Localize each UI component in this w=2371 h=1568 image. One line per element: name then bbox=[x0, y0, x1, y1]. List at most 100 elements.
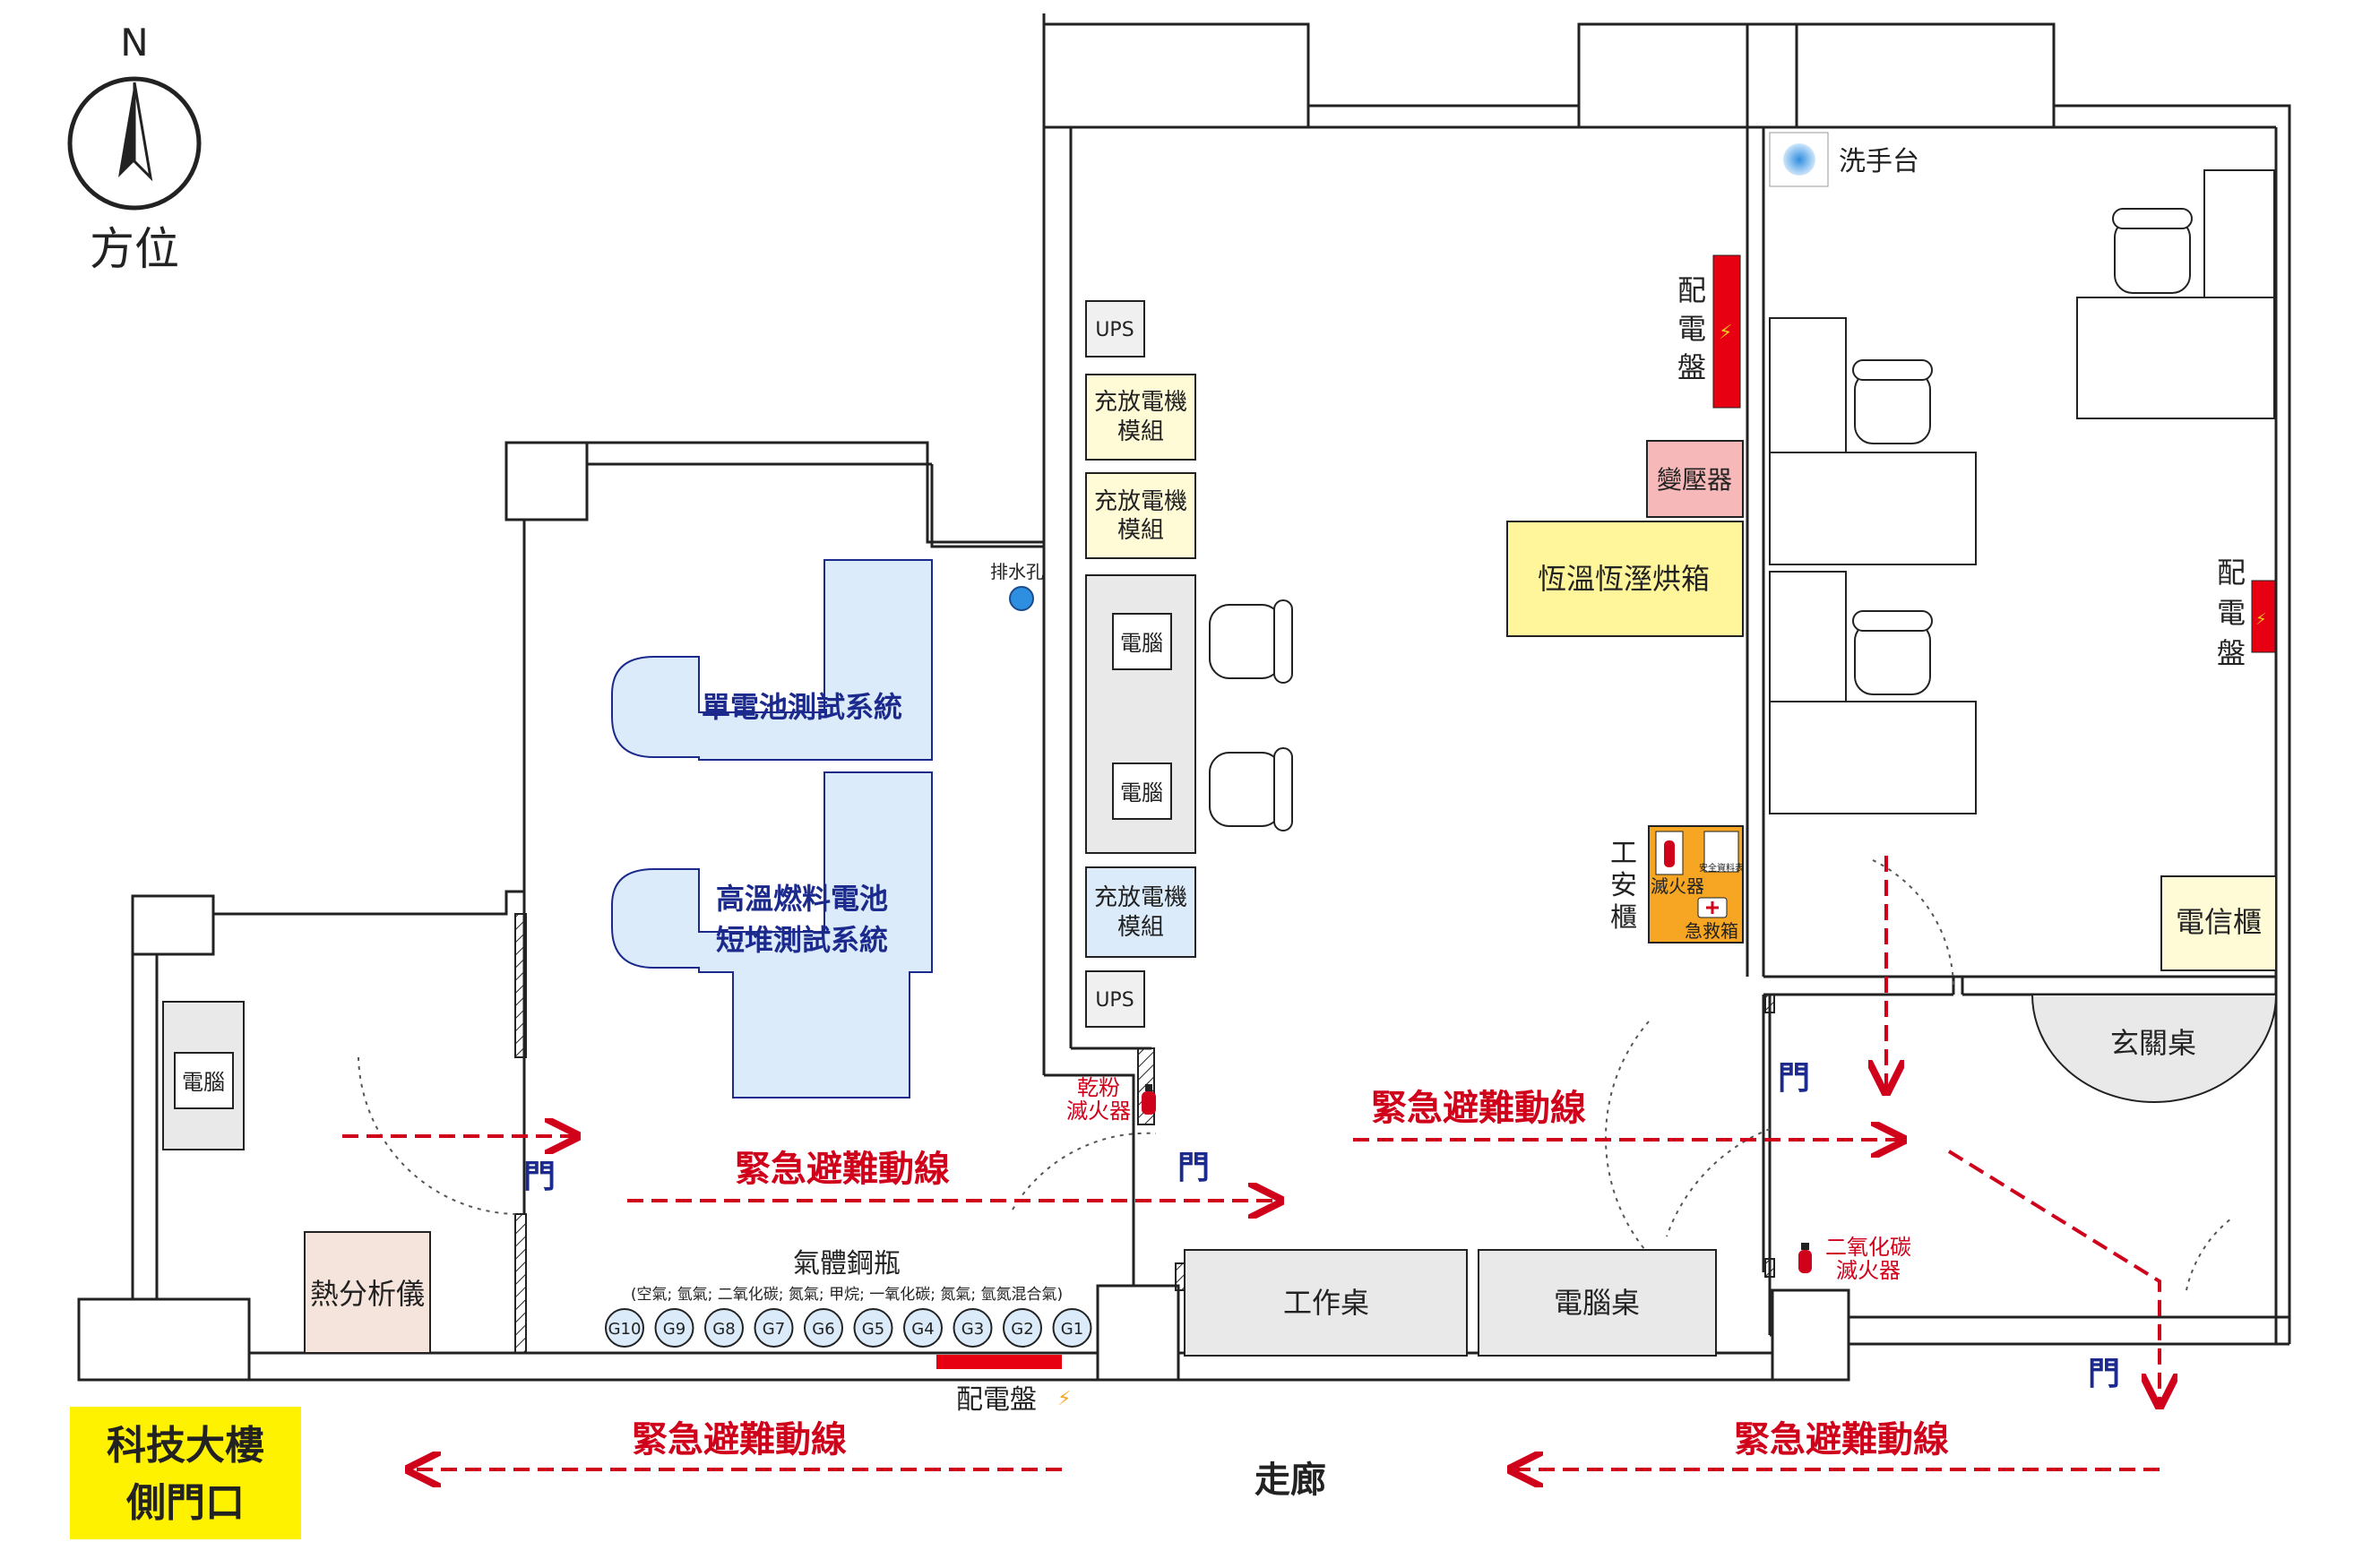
ups-top-label: UPS bbox=[1095, 319, 1134, 341]
co2-ext-label-1: 二氧化碳 bbox=[1825, 1235, 1911, 1260]
side-exit-label-2: 側門口 bbox=[125, 1480, 245, 1526]
office-distribution-panel bbox=[2251, 580, 2276, 653]
washbasin-label: 洗手台 bbox=[1839, 146, 1919, 177]
office-door-label-2: 門 bbox=[2088, 1356, 2120, 1392]
computer-desk bbox=[1478, 1249, 1717, 1357]
safety-extinguisher-label: 滅火器 bbox=[1651, 875, 1704, 897]
entrance-desk bbox=[2030, 994, 2278, 1103]
compass-north-label: N bbox=[120, 21, 148, 65]
drain-label: 排水孔 bbox=[990, 561, 1044, 582]
thermal-analyzer bbox=[304, 1231, 431, 1354]
lab-door-label: 門 bbox=[1177, 1150, 1210, 1186]
computer-1-label: 電腦 bbox=[1120, 631, 1163, 656]
office-panel-lightning-icon: ⚡ bbox=[2255, 610, 2267, 629]
sofc-label-line1: 高溫燃料電池 bbox=[716, 882, 888, 916]
first-aid-label: 急救箱 bbox=[1685, 920, 1738, 942]
side-exit-background bbox=[70, 1407, 301, 1539]
lab-room: 單電池測試系統 高溫燃料電池 短堆測試系統 排水孔 門 乾粉 滅火器 氣體鋼瓶 … bbox=[605, 559, 1210, 1416]
north-arrow-icon bbox=[118, 82, 153, 182]
single-cell-test-system bbox=[611, 559, 933, 761]
safety-cabinet-char-2: 安 bbox=[1610, 870, 1637, 901]
gas-cylinder bbox=[754, 1308, 794, 1348]
sofc-short-stack-test-system bbox=[611, 771, 933, 1098]
evac-label-corridor-right: 緊急避難動線 bbox=[1734, 1419, 1949, 1460]
computer-1 bbox=[1112, 613, 1172, 670]
office-panel-char-2: 電 bbox=[2217, 596, 2246, 630]
entrance-desk-label: 玄關桌 bbox=[2110, 1026, 2196, 1060]
co2-ext-label-2: 滅火器 bbox=[1836, 1258, 1901, 1283]
evac-arrow-office-exit bbox=[1947, 1150, 2160, 1402]
telecom-cabinet bbox=[2160, 875, 2277, 971]
chair-icon bbox=[1209, 599, 1293, 684]
gas-cylinder-label: G3 bbox=[961, 1320, 984, 1339]
walls bbox=[77, 13, 2291, 1382]
lab-distribution-panel-label: 配電盤 bbox=[956, 1384, 1037, 1416]
evacuation-routes: 緊急避難動線 緊急避難動線 緊急避難動線 緊急避難動線 走廊 bbox=[342, 856, 2160, 1501]
safety-cabinet-char-1: 工 bbox=[1610, 838, 1637, 869]
main-panel-char-2: 電 bbox=[1677, 312, 1706, 346]
ups-bottom bbox=[1085, 970, 1145, 1028]
main-panel-char-1: 配 bbox=[1677, 273, 1706, 307]
left-room-door-label: 門 bbox=[523, 1159, 556, 1195]
office-desk bbox=[1769, 701, 1977, 814]
evac-label-main: 緊急避難動線 bbox=[1371, 1088, 1586, 1129]
dry-powder-extinguisher-icon bbox=[1142, 1084, 1156, 1115]
side-exit-label-1: 科技大樓 bbox=[107, 1423, 264, 1469]
safety-data-sheet bbox=[1703, 831, 1739, 873]
evac-label-corridor-left: 緊急避難動線 bbox=[632, 1419, 847, 1460]
main-distribution-panel bbox=[1712, 254, 1741, 409]
office-door-label-1: 門 bbox=[1778, 1060, 1810, 1097]
charge-module-3-line2: 模組 bbox=[1117, 914, 1164, 941]
workbench bbox=[1184, 1249, 1468, 1357]
office-panel-char-1: 配 bbox=[2217, 556, 2246, 590]
ups-bottom-label: UPS bbox=[1095, 989, 1134, 1012]
office-desk bbox=[2203, 169, 2275, 298]
gas-cylinder-label: G4 bbox=[911, 1320, 934, 1339]
single-cell-test-label: 單電池測試系統 bbox=[702, 690, 902, 724]
safety-board-label: 安全資料表 bbox=[1699, 862, 1744, 874]
gas-cylinder bbox=[605, 1308, 644, 1348]
oven-label: 恆溫恆溼烘箱 bbox=[1538, 562, 1710, 596]
office-desk bbox=[1769, 452, 1977, 565]
gas-cylinder bbox=[1052, 1308, 1092, 1348]
gas-cylinder bbox=[804, 1308, 843, 1348]
chair-icon bbox=[1852, 359, 1933, 444]
main-room: UPS 充放電機 模組 充放電機 模組 電腦 電腦 充放電機 模組 UPS 洗手… bbox=[1085, 132, 1919, 1357]
side-exit-sign: 科技大樓 側門口 bbox=[70, 1407, 301, 1539]
lab-distribution-panel bbox=[936, 1355, 1062, 1369]
left-room: 電腦 熱分析儀 門 bbox=[162, 1001, 556, 1354]
workbench-label: 工作桌 bbox=[1283, 1286, 1369, 1320]
gas-cylinder-label: G6 bbox=[812, 1320, 834, 1339]
ups-top bbox=[1085, 300, 1145, 358]
charge-module-3-line1: 充放電機 bbox=[1094, 884, 1187, 911]
drain-icon bbox=[1009, 586, 1034, 611]
gas-cylinder-label: G2 bbox=[1011, 1320, 1033, 1339]
gas-cylinder-label: G1 bbox=[1061, 1320, 1083, 1339]
left-computer-label: 電腦 bbox=[182, 1070, 225, 1095]
gas-cylinder-label: G10 bbox=[608, 1320, 642, 1339]
sink-icon bbox=[1783, 143, 1815, 176]
lab-lightning-icon: ⚡ bbox=[1057, 1388, 1071, 1410]
main-panel-lightning-icon: ⚡ bbox=[1719, 322, 1732, 344]
charge-module-1-line2: 模組 bbox=[1117, 418, 1164, 445]
office-panel-char-3: 盤 bbox=[2217, 636, 2246, 670]
compass-caption: 方位 bbox=[90, 223, 179, 275]
telecom-cabinet-label: 電信櫃 bbox=[2176, 905, 2262, 939]
office-desk bbox=[1769, 317, 1847, 453]
charge-module-2-line1: 充放電機 bbox=[1094, 488, 1187, 515]
charge-module-1 bbox=[1085, 374, 1196, 461]
chair-icon bbox=[1852, 610, 1933, 695]
compass: N 方位 bbox=[67, 21, 202, 275]
gas-cylinder-label: G8 bbox=[712, 1320, 735, 1339]
transformer-label: 變壓器 bbox=[1657, 465, 1732, 495]
gas-cylinder bbox=[1003, 1308, 1042, 1348]
gas-cylinders-detail: (空氣; 氫氣; 二氧化碳; 氮氣; 甲烷; 一氧化碳; 氮氣; 氫氮混合氣) bbox=[631, 1286, 1063, 1304]
chair-icon bbox=[2112, 208, 2193, 294]
dry-powder-ext-label-1: 乾粉 bbox=[1077, 1075, 1120, 1100]
office: ⚡ 配 電 盤 電信櫃 玄關桌 門 門 二氧化碳 滅火器 bbox=[1769, 169, 2278, 1392]
office-desk bbox=[1769, 571, 1847, 702]
computer-2 bbox=[1112, 762, 1172, 820]
sofc-label-line2: 短堆測試系統 bbox=[716, 923, 888, 957]
charge-module-1-line1: 充放電機 bbox=[1094, 389, 1187, 416]
